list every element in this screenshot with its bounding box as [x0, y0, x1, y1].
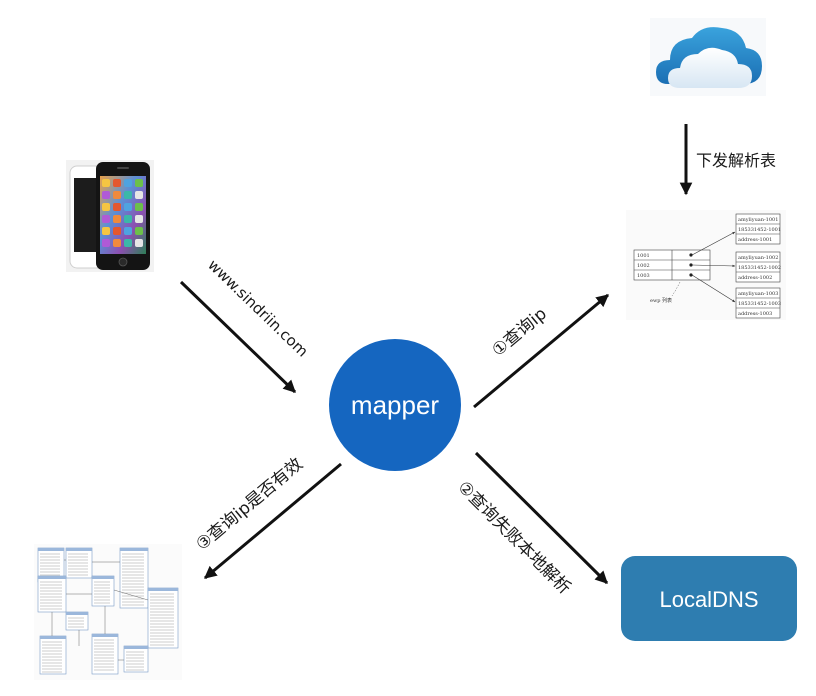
record-1-field-2: 185331452-1001	[738, 227, 781, 233]
mapping-note: ewp 列表	[650, 297, 672, 304]
record-3-field-1: amyliyuan-1003	[738, 291, 778, 297]
record-3-field-3: address-1003	[738, 311, 772, 317]
record-box-2: amyliyuan-1002 185331452-1002 address-10…	[735, 251, 781, 283]
mapper-label: mapper	[351, 390, 439, 420]
record-box-1: amyliyuan-1001 185331452-1001 address-10…	[735, 213, 781, 245]
arrow-mapper-to-localdns	[474, 451, 609, 585]
mapping-key-2: 1002	[637, 263, 650, 269]
label-phone-to-mapper: www.sindriin.com	[204, 256, 311, 361]
mapping-key-1: 1001	[637, 253, 650, 259]
pointer-arrow-2	[691, 264, 736, 268]
localdns-node	[621, 556, 797, 641]
ip-mapping-table: 1001 1002 1003 ewp 列表 amyliyuan-1001 185…	[626, 210, 786, 320]
database-schema-icon	[34, 544, 182, 680]
mapping-key-3: 1003	[637, 273, 650, 279]
arrow-mapper-to-schema	[204, 462, 342, 580]
record-1-field-1: amyliyuan-1001	[738, 217, 778, 223]
mapping-key-column: 1001 1002 1003 ewp 列表	[633, 249, 711, 304]
smartphone-icon	[66, 160, 154, 272]
localdns-label: LocalDNS	[659, 587, 758, 612]
record-2-field-2: 185331452-1002	[738, 265, 781, 271]
mapper-node	[329, 339, 461, 471]
record-2-field-3: address-1002	[738, 275, 772, 281]
pointer-arrow-1	[691, 231, 736, 256]
record-2-field-1: amyliyuan-1002	[738, 255, 778, 261]
arrow-mapper-to-table	[473, 293, 609, 409]
label-to-localdns: ②查询失败本地解析	[453, 477, 574, 598]
cloud-label: 下发解析表	[696, 151, 776, 170]
arrow-phone-to-mapper	[179, 280, 297, 394]
record-1-field-3: address-1001	[738, 237, 772, 243]
record-3-field-2: 185331452-1003	[738, 301, 781, 307]
record-box-3: amyliyuan-1003 185331452-1003 address-10…	[735, 287, 781, 319]
cloud-icon	[650, 18, 766, 96]
pointer-arrow-3	[691, 274, 736, 303]
